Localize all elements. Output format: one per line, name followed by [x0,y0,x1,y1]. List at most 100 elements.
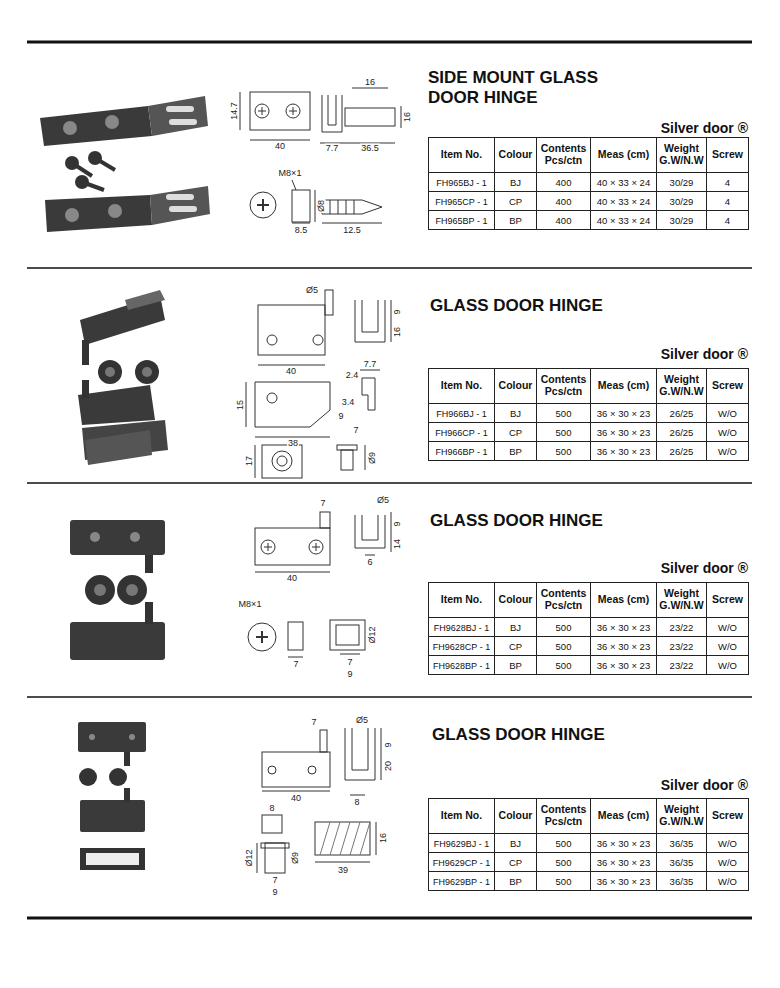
dimension-label: 40 [286,574,298,583]
dimension-label: 8 [268,804,275,813]
table-value: 500 [556,408,572,419]
table-value: CP [509,857,522,868]
table-value: 36 × 30 × 23 [597,408,650,419]
column-header: Colour [499,379,533,391]
table-value: 30/29 [670,196,694,207]
table-value: BP [509,215,522,226]
table-cell: CP [495,192,537,211]
table-cell: Colour [495,799,537,834]
table-value: 26/25 [670,427,694,438]
dimension-label: Ø5 [355,716,369,725]
dimension-label: 40 [290,794,302,803]
hinge-photo [70,520,165,660]
column-header: Item No. [441,809,482,821]
dimension-label: 7 [346,658,353,667]
table-cell: Item No. [429,138,495,173]
dimension-label: 9 [337,412,344,421]
table-header-row: Item No.ColourContents Pcs/ctnMeas (cm)W… [429,138,749,173]
table-value: 500 [556,622,572,633]
table-cell: 36 × 30 × 23 [591,834,657,853]
table-cell: W/O [707,618,749,637]
section-title: GLASS DOOR HINGE [430,511,603,531]
table-cell: Contents Pcs/ctn [537,799,591,834]
table-cell: W/O [707,423,749,442]
dimension-label: Ø9 [291,851,300,865]
table-value: W/O [718,857,737,868]
table-value: 36 × 30 × 23 [597,838,650,849]
table-value: 4 [725,177,730,188]
table-value: FH966BP - 1 [436,447,488,457]
table-cell: 400 [537,173,591,192]
table-cell: BJ [495,618,537,637]
dimension-label: 16 [364,78,376,87]
table-row: FH966BP - 1BP50036 × 30 × 2326/25W/O [429,442,749,461]
table-value: W/O [718,876,737,887]
column-header: Screw [712,809,743,821]
table-value: 23/22 [670,622,694,633]
table-cell: 500 [537,637,591,656]
table-cell: 4 [707,192,749,211]
table-row: FH9629CP - 1CP50036 × 30 × 2336/35W/O [429,853,749,872]
table-cell: W/O [707,853,749,872]
table-cell: 4 [707,211,749,230]
table-row: FH965BJ - 1BJ40040 × 33 × 2430/294 [429,173,749,192]
table-cell: 500 [537,618,591,637]
dimension-label: 8 [353,798,360,807]
table-value: 400 [556,215,572,226]
dimension-label: Ø12 [368,625,377,644]
table-cell: 26/25 [657,423,707,442]
dimension-label: 7 [310,718,317,727]
hinge-drawing [257,728,381,873]
table-cell: Colour [495,583,537,618]
table-value: FH9628CP - 1 [433,642,490,652]
table-row: FH9628BP - 1BP50036 × 30 × 2323/22W/O [429,656,749,675]
dimension-label: M8×1 [278,169,303,178]
column-header: Weight G.W/N.W [659,373,703,397]
dimension-label: 6 [366,558,373,567]
table-value: W/O [718,408,737,419]
table-header-row: Item No.ColourContents Pcs/ctnMeas (cm)W… [429,583,749,618]
dimension-label: 36.5 [360,144,380,153]
table-cell: Weight G.W/N.W [657,369,707,404]
table-value: 500 [556,857,572,868]
table-cell: 500 [537,872,591,891]
dimension-label: 16 [393,326,402,338]
table-cell: Screw [707,369,749,404]
table-value: 500 [556,838,572,849]
dimension-label: Ø9 [368,451,377,465]
dimension-label: 20 [384,760,393,772]
table-value: W/O [718,641,737,652]
column-header: Screw [712,148,743,160]
table-value: W/O [718,427,737,438]
dimension-label: 7 [352,426,359,435]
table-value: 500 [556,660,572,671]
table-value: 500 [556,446,572,457]
table-cell: 23/22 [657,637,707,656]
table-cell: 500 [537,656,591,675]
table-cell: 400 [537,211,591,230]
table-header-row: Item No.ColourContents Pcs/ctnMeas (cm)W… [429,369,749,404]
table-cell: Contents Pcs/ctn [537,583,591,618]
table-value: FH9629BJ - 1 [434,839,490,849]
table-value: BJ [510,177,521,188]
table-value: 500 [556,641,572,652]
table-cell: 36 × 30 × 23 [591,618,657,637]
column-header: Screw [712,379,743,391]
column-header: Colour [499,593,533,605]
dimension-label: 7 [292,660,299,669]
table-value: 500 [556,876,572,887]
table-cell: 36 × 30 × 23 [591,442,657,461]
dimension-label: 8.5 [294,226,309,235]
dimension-label: 7.7 [363,360,378,369]
table-cell: W/O [707,656,749,675]
table-value: W/O [718,446,737,457]
table-value: 40 × 33 × 24 [597,215,650,226]
table-cell: Meas (cm) [591,583,657,618]
table-cell: 30/29 [657,173,707,192]
brand-name: Silver door ® [661,777,748,793]
column-header: Screw [712,593,743,605]
table-value: 500 [556,427,572,438]
dimension-label: 12.5 [342,226,362,235]
table-value: 26/25 [670,408,694,419]
table-value: BP [509,876,522,887]
